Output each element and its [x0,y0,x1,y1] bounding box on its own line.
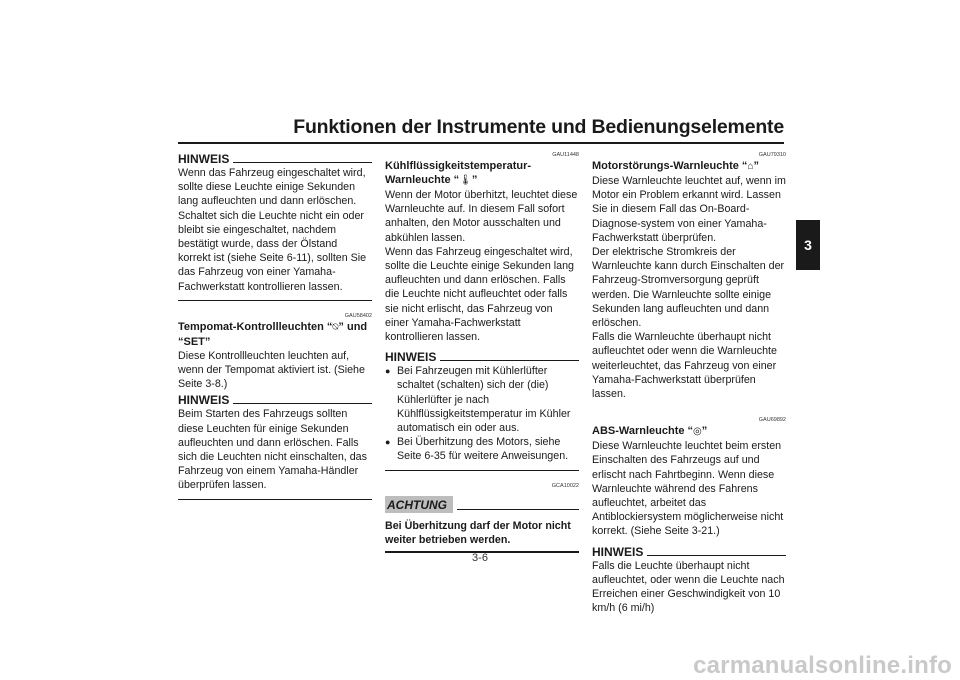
title-part: ABS-Warnleuchte “ [592,425,694,438]
reference-code: GCA10022 [551,482,579,489]
note-end-rule [385,469,579,471]
section-title: Tempomat-Kontrollleuchten “⍉” und “SET” [178,320,372,349]
list-item-text: Bei Fahrzeugen mit Kühlerlüfter schaltet… [397,365,571,435]
note-end-rule [178,498,372,500]
reference-code: GAU69892 [758,417,786,424]
title-part: Kühlflüssigkeitstemperatur-Warnleuchte “ [385,160,532,186]
reference-code: GAU58402 [344,312,372,319]
note-end-rule [178,299,372,301]
page-title: Funktionen der Instrumente und Bedienung… [293,116,784,138]
note-text: Beim Starten des Fahrzeugs sollten diese… [178,408,367,492]
note-body: Beim Starten des Fahrzeugs sollten diese… [178,407,372,492]
watermark: carmanualsonline.info [0,652,960,680]
title-part: Tempomat-Kontrollleuchten “ [178,320,333,333]
list-item-text: Bei Überhitzung des Motors, siehe Seite … [397,436,569,463]
reference-code: GAU11448 [552,152,579,158]
cruise-control-icon: ⍉ [332,321,339,333]
note-text: Wenn das Fahrzeug eingeschaltet wird, so… [178,167,367,293]
section-text: Wenn der Motor überhitzt, leuchtet diese… [385,189,578,244]
section-text: Diese Warnleuchte leuchtet beim ersten E… [592,440,784,538]
reference-code: GAU79310 [758,152,786,158]
page-header: Funktionen der Instrumente und Bedienung… [178,116,784,144]
note-heading: HINWEIS [178,393,372,407]
note-label: HINWEIS [385,350,437,365]
title-part: ” [701,425,708,438]
caution-label: ACHTUNG [385,495,453,513]
page-number: 3-6 [472,552,488,564]
note-rule [233,403,372,405]
section-text: Diese Kontrollleuchten leuchten auf, wen… [178,349,365,391]
note-text: Falls die Leuchte überhaupt nicht aufleu… [592,559,785,615]
engine-warning-icon: ⌂ [747,161,754,172]
note-rule [440,360,579,362]
note-rule [233,162,372,163]
title-part: Motorstörungs-Warnleuchte “ [592,160,748,172]
watermark-text: carmanualsonline.info [693,652,952,679]
note-label: HINWEIS [178,152,230,166]
bullet-icon: ● [385,366,391,377]
caution-heading: ACHTUNG [385,495,579,513]
note-rule [647,554,786,556]
abs-icon: ◎ [693,426,702,438]
section-text: Wenn das Fahrzeug eingeschaltet wird, so… [385,245,574,344]
note-label: HINWEIS [592,544,644,559]
note-body: Falls die Leuchte überhaupt nicht aufleu… [592,559,786,616]
caution-end-rule [385,550,579,553]
coolant-temperature-icon: 🌡 [459,175,472,186]
section-title: ABS-Warnleuchte “◎” [592,424,786,439]
section-text: Der elektrische Stromkreis der Warnleuch… [592,246,785,330]
section-title: Kühlflüssigkeitstemperatur-Warnleuchte “… [385,159,579,188]
section-body: Wenn der Motor überhitzt, leuchtet diese… [385,188,579,344]
note-heading: HINWEIS [385,350,579,364]
section-body: Diese Kontrollleuchten leuchten auf, wen… [178,349,372,392]
list-item: ● Bei Überhitzung des Motors, siehe Seit… [385,435,579,463]
note-heading: HINWEIS [592,545,786,559]
note-label: HINWEIS [178,393,230,408]
section-text: Falls die Warnleuchte überhaupt nicht au… [592,331,777,401]
bullet-icon: ● [385,437,391,448]
list-item: ● Bei Fahrzeugen mit Kühlerlüfter schalt… [385,364,579,435]
note-heading: HINWEIS [178,152,372,166]
caution-text: Bei Überhitzung darf der Motor nicht wei… [385,519,571,546]
caution-rule [457,508,579,510]
column-2: GAU11448 Kühlflüssigkeitstemperatur-Warn… [385,150,579,553]
title-part: ” [753,160,759,172]
section-body: Diese Warnleuchte leuchtet beim ersten E… [592,439,786,538]
column-1: HINWEIS Wenn das Fahrzeug eingeschaltet … [178,150,372,500]
section-text: Diese Warnleuchte leuchtet auf, wenn im … [592,175,786,244]
section-body: Diese Warnleuchte leuchtet auf, wenn im … [592,174,786,401]
section-title: Motorstörungs-Warnleuchte “⌂” [592,159,786,174]
chapter-tab: 3 [796,220,820,270]
column-3: GAU79310 Motorstörungs-Warnleuchte “⌂” D… [592,150,786,615]
title-part: ” [471,174,478,186]
note-body: Wenn das Fahrzeug eingeschaltet wird, so… [178,166,372,294]
title-part: ” und “SET” [178,320,368,348]
